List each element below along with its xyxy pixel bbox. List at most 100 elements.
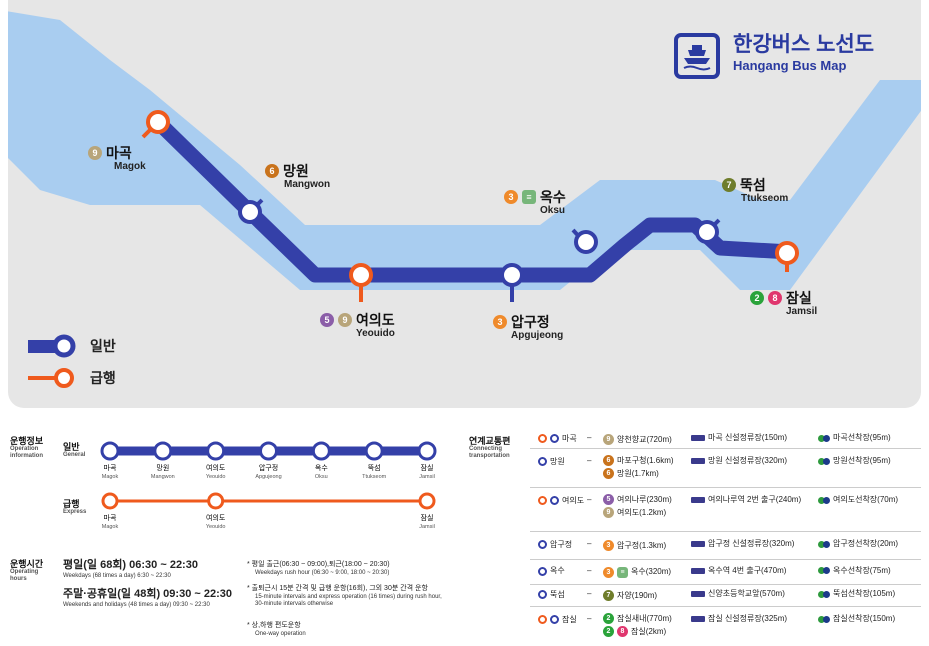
general-ring-icon — [538, 590, 547, 599]
transfer-station-name: 압구정 — [550, 539, 573, 549]
note-interval: * 출퇴근시 15분 간격 및 급행 운항(16회), 그외 30분 간격 운항… — [247, 585, 442, 607]
transfer-station: 망원 — [538, 457, 565, 466]
bus-icon — [691, 458, 705, 464]
transfer-station: 옥수 — [538, 566, 565, 576]
general-stop-en: Mangwon — [151, 474, 175, 480]
river-and-route — [8, 11, 921, 388]
general-stop-kr: 마곡 — [104, 463, 117, 472]
express-stop-kr: 마곡 — [104, 513, 117, 522]
subway-line-9-icon: 9 — [603, 507, 614, 518]
general-stop-en: Apgujeong — [255, 474, 281, 480]
transfer-station-name: 마곡 — [562, 433, 577, 443]
bike-icon — [818, 434, 830, 442]
line3-badge: 3 — [504, 190, 518, 204]
express-stop — [101, 492, 119, 510]
line6-badge: 6 — [265, 164, 279, 178]
subway-line-7-icon: 7 — [603, 590, 614, 601]
note-rush-hour: * 평일 출근(06:30 ~ 09:00),퇴근(18:00 ~ 20:30)… — [247, 561, 390, 576]
general-ring-icon — [538, 540, 547, 549]
bike-transfer: 마곡선착장(95m) — [818, 434, 891, 442]
general-ring-icon — [538, 566, 547, 576]
line8-badge: 8 — [768, 291, 782, 305]
bus-icon — [691, 591, 705, 597]
gyeongui-badge: ≡ — [522, 190, 536, 204]
general-ring-icon — [550, 434, 559, 443]
dash: – — [587, 589, 592, 598]
bus-transfer: 잠실 신설정류장(325m) — [691, 615, 787, 623]
row-divider — [530, 559, 921, 560]
bike-icon — [818, 590, 830, 598]
transfer-station-name: 옥수 — [550, 566, 565, 575]
bike-transfer: 압구정선착장(20m) — [818, 540, 898, 548]
line5-badge: 5 — [320, 313, 334, 327]
express-stop-kr: 잠실 — [421, 513, 434, 522]
weekday-hours: 평일(일 68회) 06:30 ~ 22:30 Weekdays (68 tim… — [63, 559, 198, 580]
dash: – — [587, 495, 592, 504]
station-mangwon — [238, 200, 262, 224]
station-ttukseom — [695, 220, 719, 244]
line9-badge: 9 — [338, 313, 352, 327]
bus-transfer: 망원 신설정류장(320m) — [691, 457, 787, 465]
general-stop-en: Oksu — [315, 474, 328, 480]
express-stop — [418, 492, 436, 510]
subway-line-2-icon: 2 — [603, 613, 614, 624]
subway-line-3-icon: 3 — [603, 540, 614, 551]
general-ring-icon — [550, 496, 559, 505]
legend-general-label: 일반 — [90, 338, 116, 354]
general-stop-en: Jamsil — [419, 474, 435, 480]
general-stop-kr: 잠실 — [421, 463, 434, 472]
bus-transfer: 압구정 신설정류장(320m) — [691, 540, 794, 548]
note-oneway: * 상,하행 편도운항 One-way operation — [247, 622, 306, 637]
general-stop-kr: 압구정 — [259, 463, 278, 472]
station-apgujeong — [500, 263, 524, 287]
bike-transfer: 여의도선착장(70m) — [818, 496, 898, 504]
express-stop-kr: 여의도 — [206, 513, 226, 522]
map-title-kr: 한강버스 노선도 — [733, 33, 875, 56]
row-divider — [530, 531, 921, 532]
general-stop-kr: 뚝섬 — [368, 463, 381, 472]
general-heading: 일반 General — [63, 442, 86, 459]
bus-transfer: 옥수역 4번 출구(470m) — [691, 566, 786, 575]
bike-icon — [818, 540, 830, 548]
bus-icon — [691, 567, 705, 574]
general-stop — [364, 441, 384, 461]
express-stop-en: Magok — [102, 524, 119, 530]
general-stop-en: Yeouido — [206, 474, 226, 480]
general-stop — [417, 441, 437, 461]
express-ring-icon — [538, 615, 547, 624]
general-stop — [100, 441, 120, 461]
transfer-station-name: 여의도 — [562, 495, 585, 505]
dash: – — [587, 433, 592, 442]
bus-icon — [691, 497, 705, 503]
bike-transfer: 옥수선착장(75m) — [818, 566, 891, 575]
transfer-station-name: 망원 — [550, 456, 565, 466]
transfer-station: 뚝섬 — [538, 590, 565, 599]
transfer-station: 여의도 — [538, 496, 584, 505]
dash: – — [587, 456, 592, 465]
express-heading: 급행 Express — [63, 499, 87, 516]
bike-icon — [818, 567, 830, 574]
ferry-icon — [674, 33, 720, 79]
bike-transfer: 뚝섬선착장(105m) — [818, 590, 895, 598]
line7-badge: 7 — [722, 178, 736, 192]
row-divider — [530, 584, 921, 585]
map-title-en: Hangang Bus Map — [733, 58, 847, 73]
row-divider — [530, 606, 921, 607]
transfer-station: 잠실 — [538, 615, 577, 624]
line9-badge: 9 — [88, 146, 102, 160]
general-stop — [311, 441, 331, 461]
legend-express-symbol — [28, 368, 74, 388]
station-magok — [146, 110, 170, 134]
operation-diagram: 마곡Magok망원Mangwon여의도Yeouido압구정Apgujeong옥수… — [100, 441, 437, 530]
bike-transfer: 망원선착장(95m) — [818, 457, 891, 465]
general-stop-kr: 옥수 — [315, 464, 328, 472]
